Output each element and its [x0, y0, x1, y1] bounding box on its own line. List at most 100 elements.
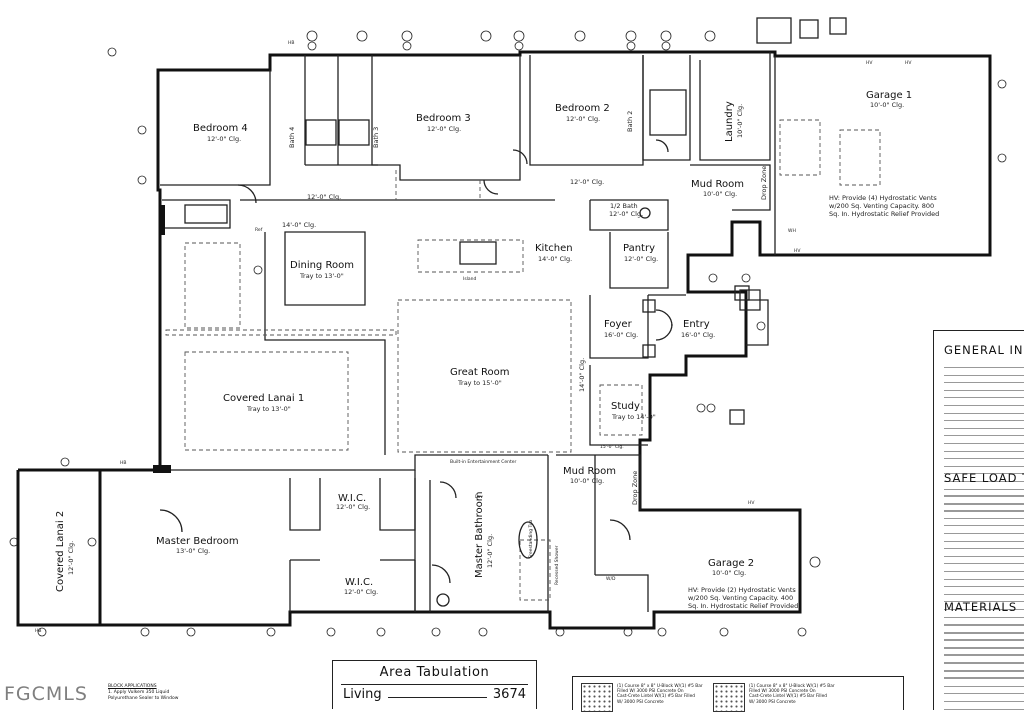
block-applications-title: BLOCK APPLICATIONS [108, 684, 157, 689]
door-swings [159, 139, 673, 584]
room-clg-halfbath: 12'-0" Clg. [609, 210, 643, 218]
general-instructions-title: GENERAL INSTR [944, 343, 1024, 357]
misc-labels: 12'-0" Clg. 14'-0" Clg. 12'-0" Clg. Drop… [35, 40, 912, 634]
room-clg-mudroom2: 10'-0" Clg. [570, 477, 604, 485]
materials-title: MATERIALS [944, 600, 1018, 614]
room-name-masterbath: Master Bathroom [474, 492, 485, 578]
block-note-1: 1. Apply Vulkem 350 Liquid [108, 690, 170, 695]
safe-load-title: SAFE LOAD TA [944, 471, 1024, 485]
drop-zone-1: Drop Zone [760, 166, 768, 200]
room-name-bath4: Bath 4 [288, 127, 296, 148]
area-tabulation-title: Area Tabulation [379, 665, 490, 680]
hb-marker-1: HB [288, 40, 294, 46]
room-name-bath2: Bath 2 [626, 111, 634, 132]
lintel-detail-2-drawing [713, 683, 745, 712]
room-name-lanai2: Covered Lanai 2 [55, 511, 66, 592]
hall-clg-3: 12'-0" Clg. [570, 178, 604, 186]
room-name-wic1: W.I.C. [338, 493, 366, 504]
general-notes [944, 363, 1024, 515]
room-clg-laundry: 10'-0" Clg. [736, 104, 744, 138]
room-labels: Bedroom 4 12'-0" Clg. Bath 4 Bath 3 Bedr… [55, 90, 912, 596]
wd-label: W/D [606, 576, 616, 582]
room-name-foyer: Foyer [604, 319, 633, 330]
room-name-kitchen: Kitchen [535, 243, 573, 254]
garage1-note-2: w/200 Sq. Venting Capacity. 800 [829, 202, 934, 210]
room-clg-lanai1: Tray to 13'-0" [246, 405, 291, 413]
room-name-master: Master Bedroom [156, 536, 239, 547]
notes-panel: GENERAL INSTR SAFE LOAD TA MATERIALS [933, 330, 1024, 710]
room-clg-study: Tray to 14'-0" [611, 413, 656, 421]
garage-notes: HV: Provide (4) Hydrostatic Vents w/200 … [688, 194, 939, 610]
drop-zone-2: Drop Zone [631, 471, 639, 505]
room-clg-masterbath: 12'-0" Clg. [486, 534, 494, 568]
room-name-pantry: Pantry [623, 243, 655, 254]
garage1-note-3: Sq. In. Hydrostatic Relief Provided [829, 210, 939, 218]
room-clg-wic2: 12'-0" Clg. [344, 588, 378, 596]
builtin-label: Built-in Entertainment Center [450, 459, 517, 465]
ref-label: Ref [255, 227, 263, 233]
room-clg-bedroom2: 12'-0" Clg. [566, 115, 600, 123]
room-clg-wic1: 12'-0" Clg. [336, 503, 370, 511]
room-clg-dining: Tray to 13'-0" [299, 272, 344, 280]
room-name-bedroom2: Bedroom 2 [555, 103, 610, 114]
materials-notes [944, 621, 1024, 710]
room-clg-pantry: 12'-0" Clg. [624, 255, 658, 263]
study-ceiling-15: 15'-0" Clg. [600, 444, 624, 450]
lav-label: Lav [475, 494, 483, 500]
shower-label: Recessed Shower [554, 545, 560, 585]
island-label: Island [463, 276, 477, 282]
room-name-entry: Entry [683, 319, 710, 330]
room-clg-garage1: 10'-0" Clg. [870, 101, 904, 109]
room-clg-master: 13'-0" Clg. [176, 547, 210, 555]
room-clg-bedroom4: 12'-0" Clg. [207, 135, 241, 143]
room-clg-entry: 16'-0" Clg. [681, 331, 715, 339]
area-row-label: Living [343, 687, 382, 702]
hall-clg-2: 14'-0" Clg. [282, 221, 316, 229]
exterior-walls [16, 50, 992, 630]
room-name-mudroom1: Mud Room [691, 179, 744, 190]
room-name-halfbath: 1/2 Bath [610, 202, 638, 210]
room-name-lanai1: Covered Lanai 1 [223, 393, 304, 404]
garage2-note-1: HV: Provide (2) Hydrostatic Vents [688, 586, 796, 594]
room-name-study: Study [611, 401, 640, 412]
room-name-great: Great Room [450, 367, 510, 378]
garage2-note-3: Sq. In. Hydrostatic Relief Provided [688, 602, 798, 610]
room-clg-great: Tray to 15'-0" [457, 379, 502, 387]
garage1-note-1: HV: Provide (4) Hydrostatic Vents [829, 194, 937, 202]
hb-marker-3: HB [35, 628, 41, 634]
room-clg-foyer: 16'-0" Clg. [604, 331, 638, 339]
room-name-garage2: Garage 2 [708, 558, 754, 569]
hall-clg-1: 12'-0" Clg. [307, 193, 341, 201]
room-clg-mudroom1: 10'-0" Clg. [703, 190, 737, 198]
fixtures [153, 17, 847, 607]
room-name-dining: Dining Room [290, 260, 354, 271]
area-tabulation: Area Tabulation Living 3674 [332, 660, 537, 709]
room-clg-lanai2: 12'-0" Clg. [67, 541, 75, 575]
safe-load-notes [944, 491, 1024, 681]
lintel-detail-1-drawing [581, 683, 613, 712]
hv-marker-3: HV [748, 500, 755, 506]
block-applications: BLOCK APPLICATIONS 1. Apply Vulkem 350 L… [108, 684, 308, 702]
top-grid-markers [9, 30, 1007, 637]
room-clg-kitchen: 14'-0" Clg. [538, 255, 572, 263]
area-row-leader [387, 687, 487, 698]
hv-marker-2: HV [905, 60, 912, 66]
room-name-bedroom3: Bedroom 3 [416, 113, 471, 124]
hb-marker-2: HB [120, 460, 126, 466]
hv-marker-1: HV [866, 60, 873, 66]
mls-watermark: FGCMLS [4, 683, 88, 705]
lanai-ceiling-14: 14'-0" Clg. [578, 358, 586, 392]
interior-walls [160, 52, 776, 612]
garage2-note-2: w/200 Sq. Venting Capacity. 400 [688, 594, 793, 602]
area-row-value: 3674 [492, 687, 526, 702]
dashed-outlines [165, 119, 881, 601]
room-name-bath3: Bath 3 [372, 127, 380, 148]
room-name-wic2: W.I.C. [345, 577, 373, 588]
hv-marker-4: HV [794, 248, 801, 254]
area-divider [341, 684, 528, 685]
room-clg-bedroom3: 12'-0" Clg. [427, 125, 461, 133]
